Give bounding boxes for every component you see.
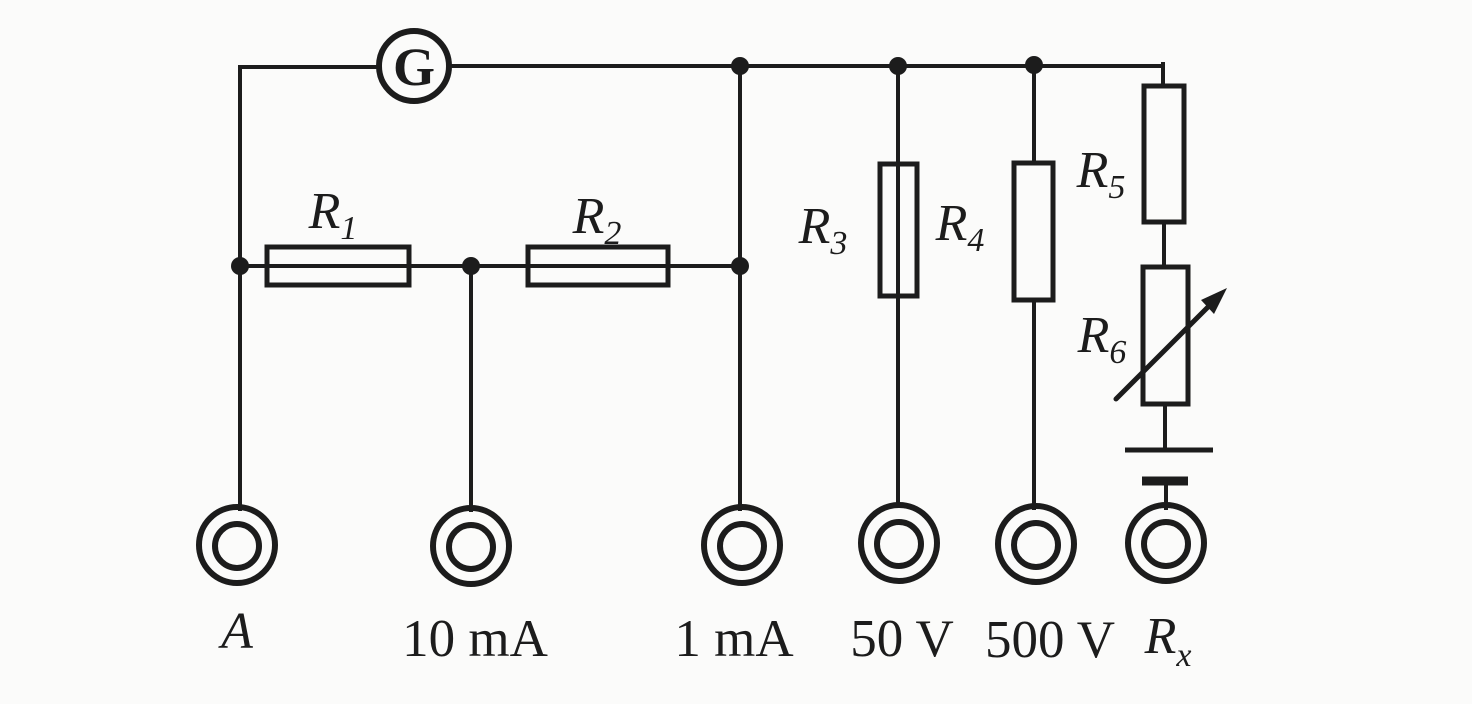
terminal-1ma-outer-ring [701,504,783,586]
terminal-50v-label: 50 V [850,610,954,668]
terminal-10ma [430,505,512,587]
resistor-r6-label: R6 [1077,307,1127,371]
galvanometer-label: G [393,37,435,97]
terminal-1ma-label: 1 mA [674,610,793,668]
resistor-r2-box [525,244,671,288]
junction-dot-top-r4 [1025,56,1043,74]
terminal-rx [1125,502,1207,584]
terminal-50v-inner-ring [874,519,924,569]
terminal-1ma [701,504,783,586]
resistor-r4-label: R4 [935,195,985,259]
terminal-500v-outer-ring [995,503,1077,585]
junction-dot-top-r3 [889,57,907,75]
terminal-a-outer-ring [196,504,278,586]
junction-dot-mid-1ma [731,257,749,275]
terminal-10ma-outer-ring [430,505,512,587]
resistor-r5-box [1141,83,1187,225]
galvanometer-circle [376,28,452,104]
galvanometer: G [376,28,452,104]
terminal-1ma-inner-ring [717,521,767,571]
resistor-r1-label: R1 [308,183,358,247]
terminal-500v-inner-ring [1011,520,1061,570]
terminal-a-inner-ring [212,521,262,571]
variable-arrow-icon [1113,288,1227,402]
terminal-500v [995,503,1077,585]
resistor-r3-label: R3 [798,198,848,262]
battery-symbol [1125,447,1213,486]
junction-dot-top-1ma [731,57,749,75]
terminal-a-label: A [218,603,253,660]
resistor-r3-box [877,161,920,299]
terminal-500v-label: 500 V [985,611,1115,669]
terminal-50v-outer-ring [858,502,940,584]
resistor-r4-box [1011,160,1056,303]
junction-dot-mid-left [231,257,249,275]
terminal-rx-outer-ring [1125,502,1207,584]
terminal-rx-inner-ring [1141,519,1191,569]
resistor-r1-box [264,244,412,288]
terminal-rx-label: Rx [1144,608,1192,674]
junction-dot-mid-10ma [462,257,480,275]
terminal-a [196,504,278,586]
resistor-r5-label: R5 [1076,142,1126,206]
terminal-10ma-label: 10 mA [402,610,548,668]
terminal-50v [858,502,940,584]
terminal-10ma-inner-ring [446,522,496,572]
resistor-r2-label: R2 [572,188,622,252]
